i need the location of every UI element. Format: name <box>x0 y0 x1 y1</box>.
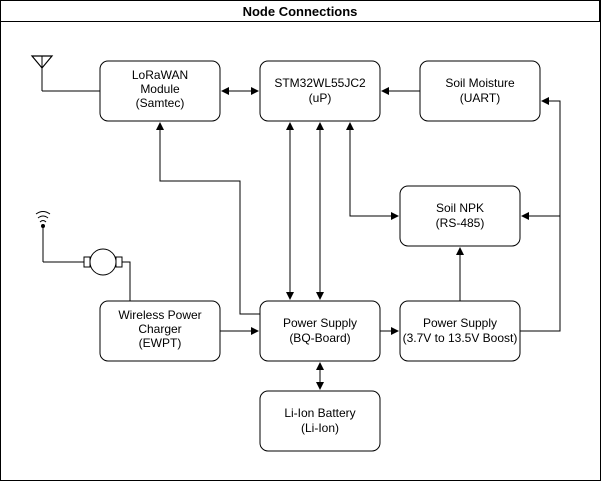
box-power-supply-bq: Power Supply (BQ-Board) <box>259 300 381 362</box>
power-supply-boost-label-1: Power Supply <box>423 316 497 330</box>
wireless-charger-label-1: Wireless Power <box>118 308 201 322</box>
soil-moisture-label-1: Soil Moisture <box>445 76 515 90</box>
wireless-charger-label-2: Charger <box>138 322 181 336</box>
box-battery: Li-Ion Battery (Li-Ion) <box>259 390 381 452</box>
antenna-icon <box>30 55 100 92</box>
box-lorawan: LoRaWAN Module (Samtec) <box>99 60 221 122</box>
mcu-label-1: STM32WL55JC2 <box>274 76 366 90</box>
wireless-coil-antenna-icon <box>35 211 84 263</box>
battery-label-2: (Li-Ion) <box>301 421 339 435</box>
battery-label-1: Li-Ion Battery <box>284 406 355 420</box>
power-supply-bq-label-2: (BQ-Board) <box>289 331 350 345</box>
wireless-charger-label-3: (EWPT) <box>139 336 182 350</box>
motor-coil-icon <box>83 248 131 301</box>
lorawan-label-1: LoRaWAN <box>132 68 188 82</box>
mcu-label-2: (uP) <box>309 91 332 105</box>
conn-mcu-npk <box>346 122 399 220</box>
box-mcu: STM32WL55JC2 (uP) <box>259 60 381 122</box>
box-wireless-charger: Wireless Power Charger (EWPT) <box>99 300 221 362</box>
box-power-supply-boost: Power Supply (3.7V to 13.5V Boost) <box>399 300 521 362</box>
connectors <box>156 87 561 390</box>
conn-ps-lorawan <box>156 122 260 315</box>
power-supply-boost-label-2: (3.7V to 13.5V Boost) <box>403 331 518 345</box>
soil-npk-label-1: Soil NPK <box>436 201 484 215</box>
box-soil-npk: Soil NPK (RS-485) <box>399 185 521 247</box>
soil-moisture-label-2: (UART) <box>460 91 500 105</box>
box-soil-moisture: Soil Moisture (UART) <box>419 60 541 122</box>
lorawan-label-2: Module <box>140 82 180 96</box>
power-supply-bq-label-1: Power Supply <box>283 316 357 330</box>
soil-npk-label-2: (RS-485) <box>436 216 485 230</box>
lorawan-label-3: (Samtec) <box>136 96 185 110</box>
